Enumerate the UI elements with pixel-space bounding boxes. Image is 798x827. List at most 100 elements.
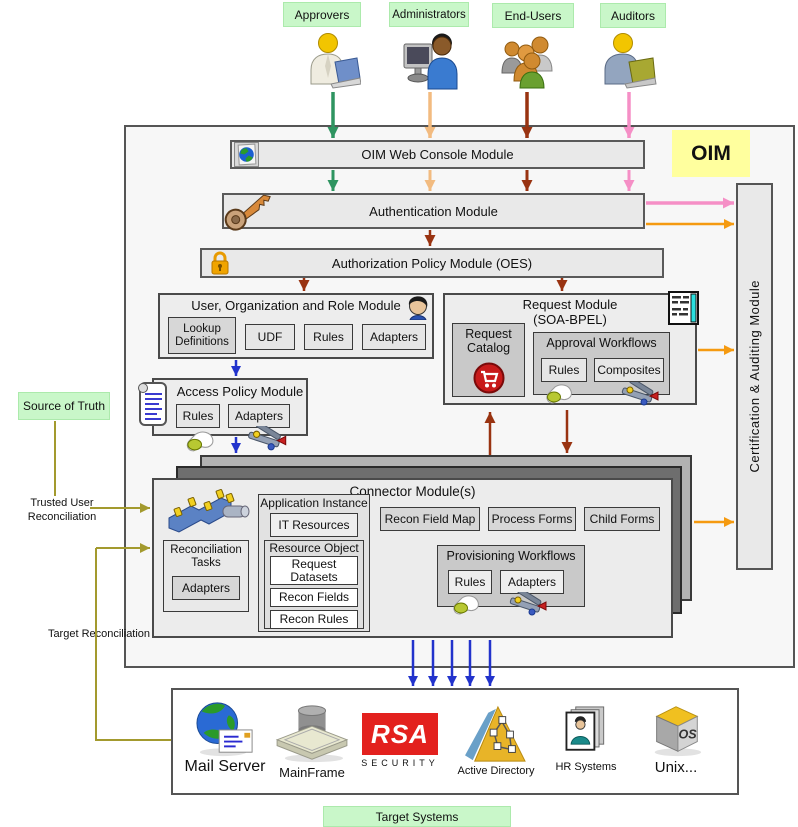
request-datasets-text: Request Datasets [290,556,338,584]
request-form-icon [668,291,699,325]
active-directory-caption: Active Directory [457,765,535,778]
policy-scroll-icon [138,382,167,426]
approvers-text: Approvers [294,7,350,22]
child-forms-chip: Child Forms [584,507,660,531]
it-resources-chip: IT Resources [270,513,358,537]
trusted-user-reconciliation-label: Trusted User Reconciliation [27,497,97,523]
web-console-module-bar: OIM Web Console Module [230,140,645,169]
mail-server-icon [196,702,253,757]
access-policy-title: Access Policy Module [176,384,304,399]
user-org-adapters-text: Adapters [369,329,419,344]
certification-auditing-module-bar: Certification & Auditing Module [736,183,773,570]
process-forms-text: Process Forms [491,511,573,526]
approval-rules-text: Rules [548,362,580,377]
application-instance-title: Application Instance [260,496,368,510]
approver-person-icon [310,33,361,89]
lookup-definitions-chip: Lookup Definitions [168,317,236,354]
target-active-directory: Active Directory [452,692,540,778]
oim-badge: OIM [672,130,750,177]
user-org-adapters-chip: Adapters [362,324,426,350]
composites-text: Composites [597,362,661,377]
reconciliation-adapters-text: Adapters [181,580,231,595]
target-systems-label: Target Systems [323,806,511,827]
target-systems-text: Target Systems [375,809,459,824]
actor-label-approvers: Approvers [283,2,361,27]
rsa-logo-text: RSA [371,718,429,749]
connector-module-title: Connector Module(s) [349,484,476,499]
access-adapters-text: Adapters [234,408,284,423]
request-module-subtitle: (SOA-BPEL) [533,311,607,327]
recon-rules-text: Recon Rules [279,612,349,627]
access-rules-chip: Rules [176,404,220,428]
udf-chip: UDF [245,324,295,350]
authorization-label: Authorization Policy Module (OES) [331,255,533,271]
unix-os-text: OS [679,728,698,742]
hr-systems-caption: HR Systems [555,761,617,774]
actor-label-end-users: End-Users [492,3,574,28]
java-bean-icon [546,384,572,404]
lock-icon [211,251,229,275]
auditor-person-icon [604,33,657,89]
recon-fields-chip: Recon Fields [270,588,358,607]
target-unix: OS Unix... [632,692,720,776]
web-globe-icon [234,142,259,167]
administrator-person-icon [403,33,458,90]
oim-badge-text: OIM [691,141,731,165]
adapter-tools-icon [248,426,287,451]
authentication-module-bar: Authentication Module [222,193,645,229]
authentication-label: Authentication Module [369,203,498,219]
user-org-role-title: User, Organization and Role Module [191,298,401,313]
auditors-text: Auditors [610,8,656,23]
request-module-title: Request Module [522,297,618,312]
provisioning-adapters-chip: Adapters [500,570,564,594]
active-directory-icon [465,706,526,762]
actor-label-administrators: Administrators [389,2,469,27]
target-hr-systems: HR Systems [542,696,630,774]
child-forms-text: Child Forms [589,511,655,526]
end-users-text: End-Users [504,8,562,23]
reconciliation-adapters-chip: Adapters [172,576,240,600]
recon-rules-chip: Recon Rules [270,610,358,629]
shopping-cart-icon [473,362,505,394]
process-forms-chip: Process Forms [488,507,576,531]
user-org-rules-chip: Rules [304,324,353,350]
key-icon [224,194,271,231]
adapter-tools-icon [621,382,659,406]
mainframe-caption: MainFrame [279,765,345,780]
approval-workflows-title: Approval Workflows [546,336,657,350]
unix-os-cube-icon: OS [654,706,702,757]
java-bean-icon [186,431,214,452]
it-resources-text: IT Resources [278,517,350,532]
recon-field-map-text: Recon Field Map [384,511,476,526]
actor-label-auditors: Auditors [600,3,666,28]
access-rules-text: Rules [182,408,214,423]
mail-server-caption: Mail Server [184,758,266,775]
provisioning-workflows-box: Provisioning Workflows [437,545,585,607]
source-of-truth-text: Source of Truth [22,399,106,413]
provisioning-workflows-title: Provisioning Workflows [446,549,576,563]
certification-auditing-label: Certification & Auditing Module [747,280,762,473]
target-systems-box [171,688,739,795]
target-rsa: RSA SECURITY [356,696,444,768]
provisioning-adapters-text: Adapters [507,574,557,589]
provisioning-rules-chip: Rules [448,570,492,594]
end-users-group-icon [501,36,553,89]
hr-systems-icon [565,706,605,752]
mainframe-icon [275,705,349,763]
java-bean-icon [453,595,479,615]
target-reconciliation-label: Target Reconciliation [47,628,151,640]
rsa-security-text: SECURITY [361,758,439,768]
request-catalog-text: Request Catalog [465,327,512,356]
unix-caption: Unix... [654,759,698,776]
rsa-logo-icon: RSA [362,713,438,755]
provisioning-rules-text: Rules [454,574,486,589]
composites-chip: Composites [594,358,664,382]
authorization-module-bar: Authorization Policy Module (OES) [200,248,664,278]
user-head-icon [408,296,428,320]
target-mainframe: MainFrame [268,692,356,780]
user-org-rules-text: Rules [313,329,344,344]
resource-object-title: Resource Object [269,541,359,555]
reconciliation-tasks-title: Reconciliation Tasks [170,544,242,570]
request-datasets-chip: Request Datasets [270,556,358,585]
